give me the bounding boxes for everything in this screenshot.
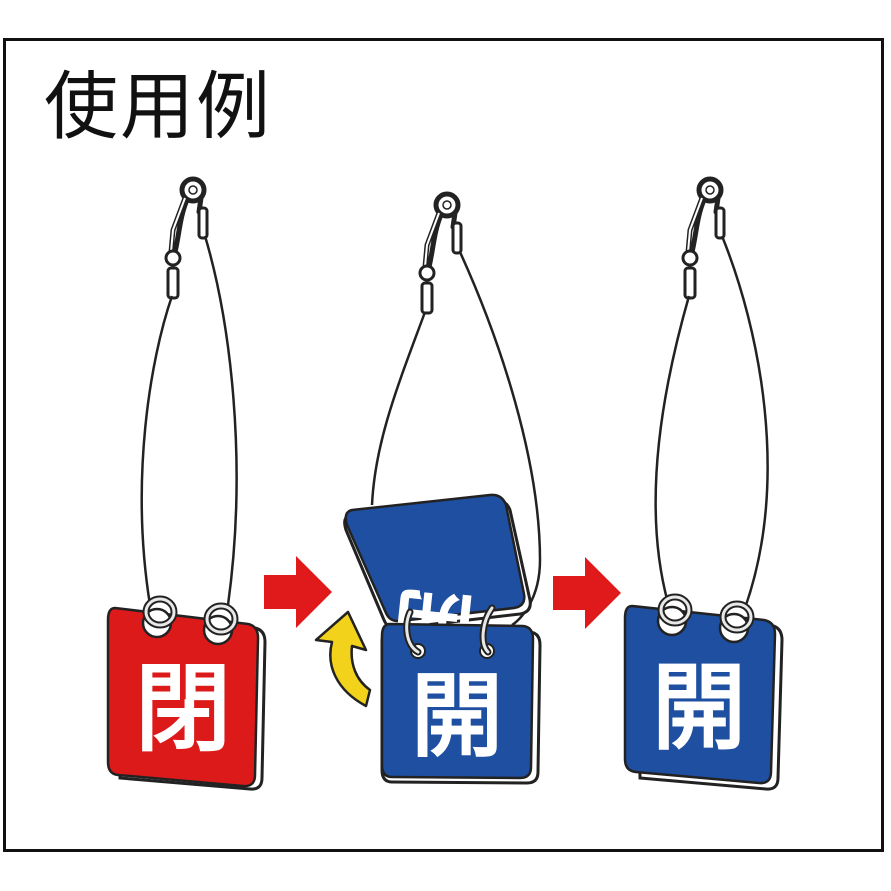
hanging-wire xyxy=(720,235,769,609)
flipping-tag-assembly: 開 開 xyxy=(343,194,542,785)
right-arrow-icon xyxy=(264,556,332,628)
open-label: 開 xyxy=(652,654,746,763)
open-tag-assembly: 開 xyxy=(623,179,784,791)
open-label: 開 xyxy=(411,663,503,770)
curved-flip-arrow-icon xyxy=(314,610,372,708)
wire-hook-icon xyxy=(420,194,461,313)
hanging-wire xyxy=(370,311,427,506)
flipped-open-tag xyxy=(344,493,526,623)
page-title: 使用例 xyxy=(44,64,272,150)
right-arrow-icon xyxy=(553,557,621,629)
hanging-wire xyxy=(203,235,238,606)
hanging-wire xyxy=(140,295,174,606)
wire-hook-icon xyxy=(166,179,207,298)
closed-tag-assembly: 閉 xyxy=(106,179,267,791)
closed-tag xyxy=(106,606,260,788)
hanging-wire xyxy=(654,295,691,604)
open-tag xyxy=(623,604,777,785)
wire-hook-icon xyxy=(683,179,724,298)
closed-label: 閉 xyxy=(135,653,231,765)
open-tag xyxy=(380,622,535,780)
